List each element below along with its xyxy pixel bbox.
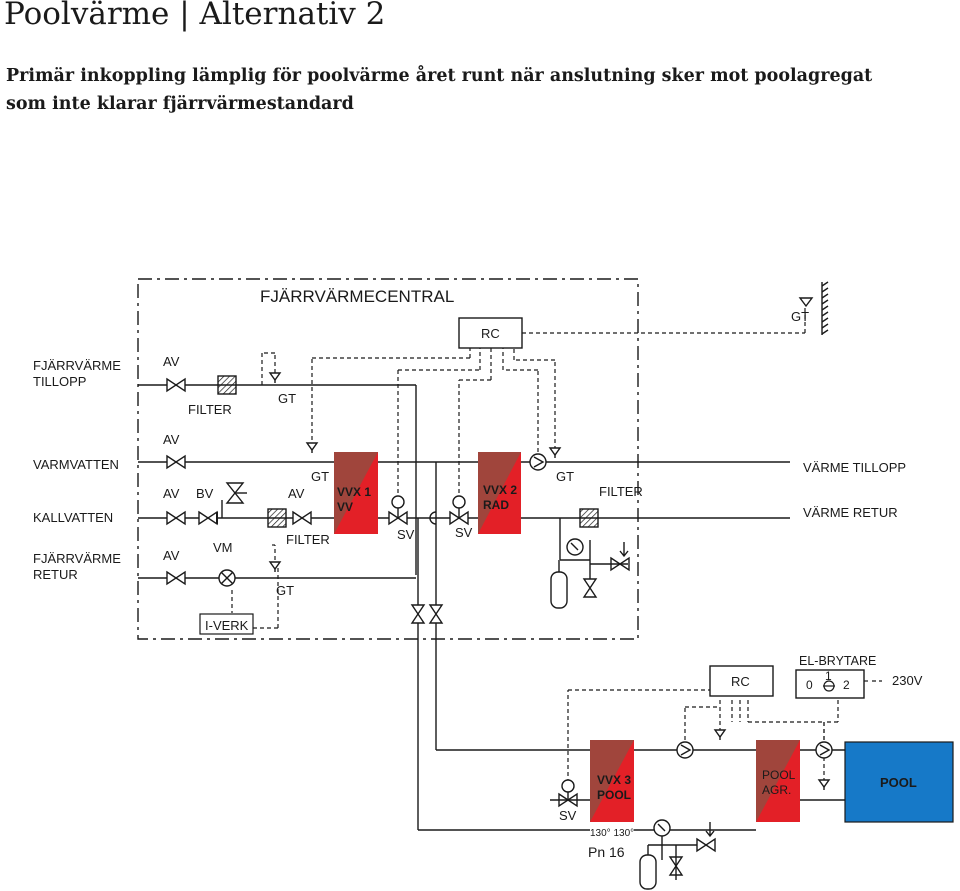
- label-fjv-retur-2: RETUR: [33, 567, 78, 582]
- pump-pool-secondary: [815, 741, 833, 759]
- label-fjv-retur: FJÄRRVÄRME: [33, 551, 121, 566]
- rc-pool-controller: [709, 665, 774, 697]
- valve-safety-kallvatten: [225, 482, 247, 504]
- label-filter-1: FILTER: [188, 402, 232, 417]
- label-vvx2-2: RAD: [483, 498, 509, 512]
- label-el-brytare: EL-BRYTARE: [799, 654, 876, 668]
- label-vvx3-1: VVX 3: [597, 773, 631, 787]
- label-bv: BV: [196, 486, 214, 501]
- sensor-gt-outdoor: [798, 281, 829, 335]
- meter-vm: [218, 569, 236, 587]
- exchanger-vvx3: [590, 740, 634, 822]
- label-pn16: Pn 16: [588, 844, 625, 860]
- sensor-gt-tillopp: [269, 372, 281, 384]
- arrow-drain-1: [619, 542, 629, 558]
- pump-varme: [529, 453, 547, 471]
- valve-av-kallvatten: [166, 511, 186, 525]
- pool-aggregate: [756, 740, 800, 822]
- valve-pool-return: [429, 604, 443, 624]
- sensor-gt-vvx1: [306, 442, 318, 454]
- exchanger-vvx2: [478, 452, 521, 534]
- sensor-gt-pool: [714, 729, 726, 741]
- label-varmvatten: VARMVATTEN: [33, 457, 119, 472]
- label-varme-retur: VÄRME RETUR: [803, 505, 898, 520]
- valve-sv-pool: [558, 779, 578, 807]
- label-filter-2: FILTER: [286, 532, 330, 547]
- valve-pool-supply: [411, 604, 425, 624]
- valve-sv-2: [449, 495, 469, 525]
- label-vvx2-1: VVX 2: [483, 483, 517, 497]
- label-varme-tillopp: VÄRME TILLOPP: [803, 460, 906, 475]
- label-av-2: AV: [163, 432, 180, 447]
- rc-controller: [458, 317, 523, 349]
- valve-sv-1: [388, 495, 408, 525]
- label-gt-2: GT: [276, 583, 294, 598]
- valve-av-varmvatten: [166, 455, 186, 469]
- central-boundary: [137, 278, 639, 640]
- page-subtitle: Primär inkoppling lämplig för poolvärme …: [6, 66, 873, 114]
- arrow-drain-2: [705, 822, 715, 838]
- label-fjv-tillopp-2: TILLOPP: [33, 374, 86, 389]
- label-rc-pool: RC: [731, 674, 750, 689]
- sensor-gt-varme: [549, 447, 561, 459]
- label-av-3: AV: [163, 486, 180, 501]
- label-fjv-tillopp: FJÄRRVÄRME: [33, 358, 121, 373]
- label-gt-4: GT: [556, 469, 574, 484]
- label-av-1: AV: [163, 354, 180, 369]
- switch-knob-icon: [823, 680, 835, 692]
- valve-fill-1: [583, 578, 597, 598]
- valve-av-tillopp: [166, 378, 186, 392]
- pump-pool-primary: [676, 741, 694, 759]
- pressure-gauge-1: [566, 538, 584, 556]
- label-sv-2: SV: [455, 525, 473, 540]
- label-vvx3-2: POOL: [597, 788, 631, 802]
- expansion-tank-2: [639, 844, 705, 890]
- label-vvx1-1: VVX 1: [337, 485, 371, 499]
- pipe-crossover: [429, 511, 437, 525]
- label-filter-3: FILTER: [599, 484, 643, 499]
- label-gauge-marks: 130° 130°: [590, 828, 634, 839]
- label-230v: 230V: [892, 673, 923, 688]
- pressure-gauge-2: [653, 819, 671, 837]
- label-poolagr-2: AGR.: [762, 783, 791, 797]
- expansion-tank-1: [550, 560, 568, 609]
- label-av-5: AV: [288, 486, 305, 501]
- control-lines: [231, 302, 882, 790]
- label-pos-2: 2: [843, 678, 850, 692]
- label-gt-1: GT: [278, 391, 296, 406]
- central-label: FJÄRRVÄRMECENTRAL: [260, 287, 454, 306]
- exchanger-vvx1: [334, 452, 378, 534]
- label-gt-outdoor: GT: [791, 309, 809, 324]
- label-av-4: AV: [163, 548, 180, 563]
- label-sv-1: SV: [397, 527, 415, 542]
- page-title: Poolvärme | Alternativ 2: [4, 0, 386, 32]
- valve-bv: [198, 511, 218, 525]
- i-verk-box: [199, 613, 254, 635]
- valve-av-retur: [166, 571, 186, 585]
- valve-drain-2: [696, 838, 716, 852]
- label-gt-3: GT: [311, 469, 329, 484]
- label-vvx1-2: VV: [337, 500, 353, 514]
- label-rc: RC: [481, 326, 500, 341]
- filter-kallvatten: [267, 508, 287, 528]
- label-poolagr-1: POOL: [762, 768, 796, 782]
- pool-basin: [844, 741, 954, 823]
- filter-varme: [579, 508, 599, 528]
- label-pool: POOL: [880, 775, 917, 790]
- label-vm: VM: [213, 540, 233, 555]
- label-pos-1: 1: [825, 669, 832, 683]
- label-i-verk: I-VERK: [205, 618, 249, 633]
- filter-tillopp: [217, 375, 237, 395]
- label-kallvatten: KALLVATTEN: [33, 510, 113, 525]
- label-sv-3: SV: [559, 808, 577, 823]
- valve-av-kallvatten-2: [292, 511, 312, 525]
- label-pos-0: 0: [806, 678, 813, 692]
- sensor-gt-pool-2: [818, 779, 830, 791]
